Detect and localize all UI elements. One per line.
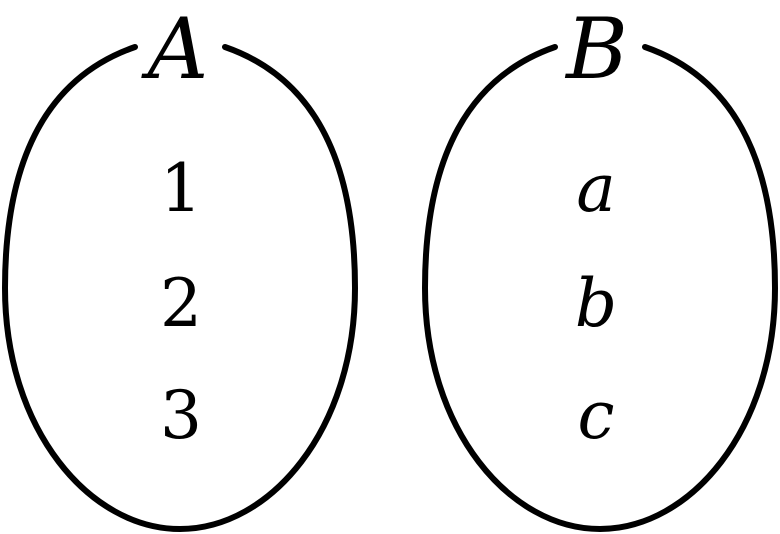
set-a-element: 1 bbox=[160, 150, 202, 227]
set-a: A 1 2 3 bbox=[1, 0, 359, 533]
set-b: B a b c bbox=[421, 0, 779, 533]
set-a-element: 3 bbox=[160, 377, 202, 454]
set-b-outline bbox=[421, 44, 779, 533]
set-b-label: B bbox=[564, 0, 628, 98]
set-a-element: 2 bbox=[160, 265, 202, 342]
set-b-element: a bbox=[576, 150, 615, 227]
set-a-label: A bbox=[141, 0, 209, 98]
set-b-element: b bbox=[575, 265, 617, 342]
set-b-element: c bbox=[578, 377, 615, 454]
set-a-outline bbox=[1, 44, 359, 533]
